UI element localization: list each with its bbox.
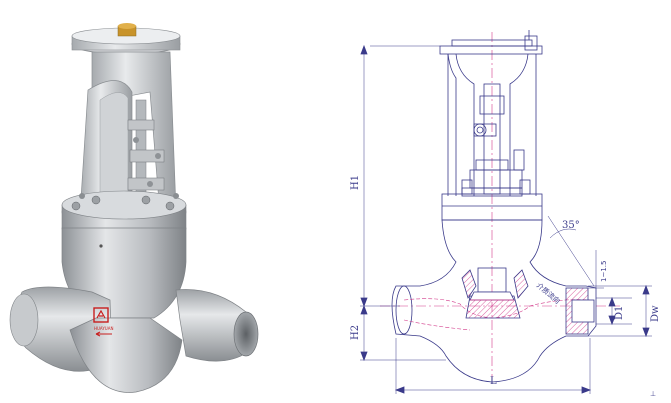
technical-drawing [360,30,652,394]
label-angle: 35° [562,220,580,231]
logo-text: HUAYUAN [94,326,113,331]
label-d1: D1 [614,306,625,320]
label-dw: Dw [650,305,661,322]
label-h1: H1 [350,175,361,190]
label-corner-mark: ⊥ [650,390,656,398]
flow-arrow-icon [95,331,112,337]
label-h2: H2 [350,325,361,340]
valve-rendering: HUAYUAN [9,23,259,393]
drawing-yoke [447,53,537,196]
brand-logo: HUAYUAN [93,307,113,337]
label-l: L [490,376,497,387]
label-offset: 1~1.5 [600,261,608,282]
drawing-seat-section [461,267,529,319]
drawing-body [391,219,597,383]
right-bore [233,311,259,357]
bonnet-ring [61,190,187,230]
